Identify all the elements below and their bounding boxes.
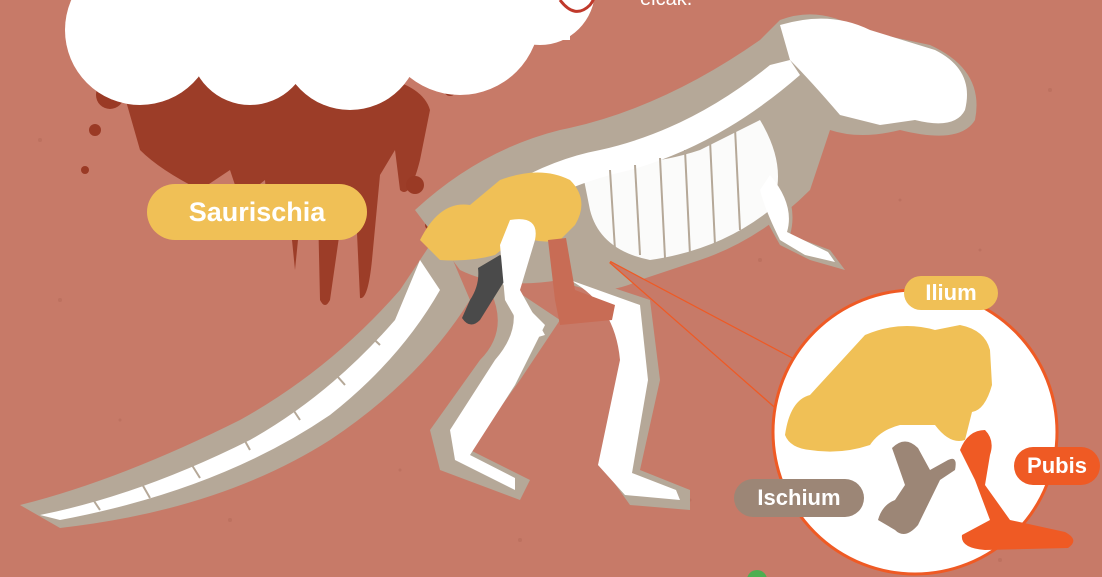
pelvis-zoom-circle-icon <box>773 290 1073 574</box>
ischium-label: Ischium <box>734 479 864 517</box>
green-dot <box>747 570 767 577</box>
speech-cloud-icon <box>65 0 595 110</box>
caption-fragment: elcak. <box>640 0 692 18</box>
saurischia-label: Saurischia <box>147 184 367 240</box>
ilium-label: Ilium <box>904 276 998 310</box>
pubis-label: Pubis <box>1014 447 1100 485</box>
